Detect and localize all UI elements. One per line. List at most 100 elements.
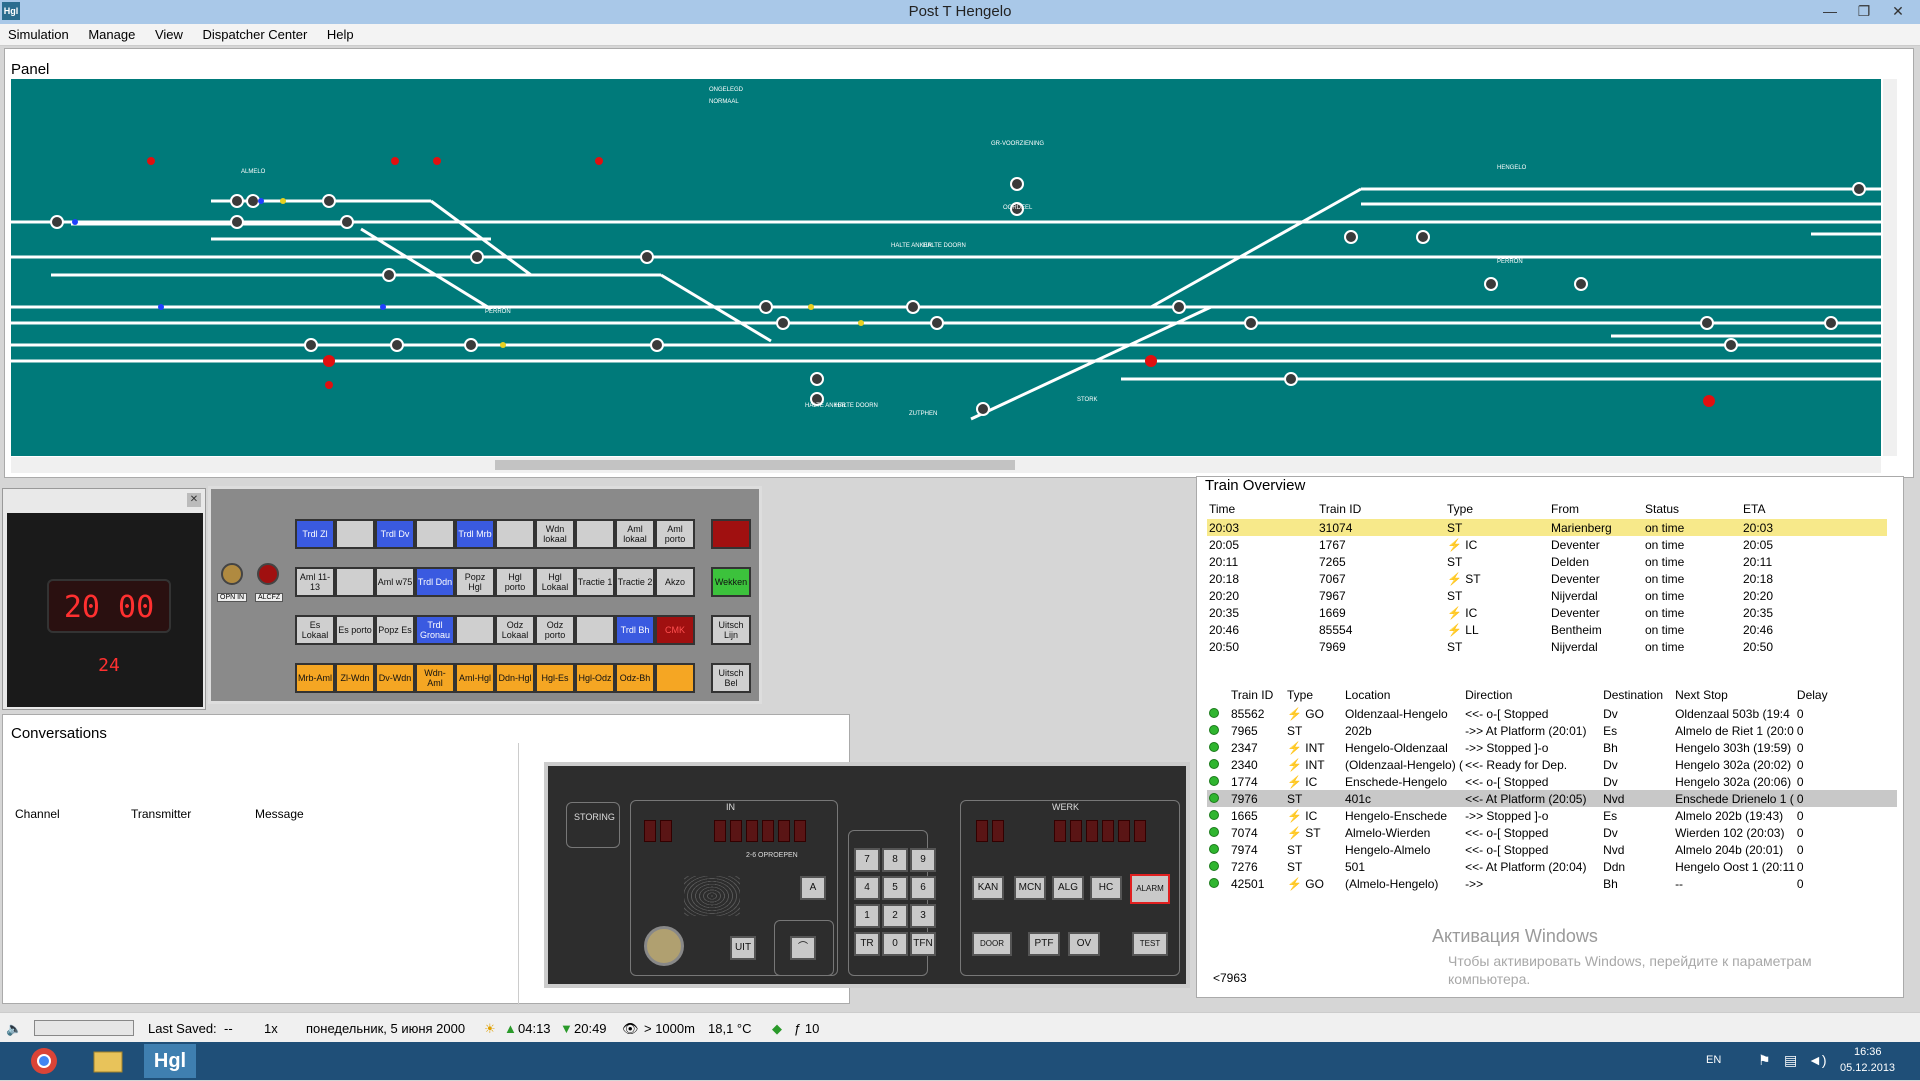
clock-date[interactable]: 05.12.2013	[1840, 1062, 1896, 1074]
key-ov[interactable]: OV	[1068, 932, 1100, 956]
key-1[interactable]: 1	[854, 904, 880, 928]
network-icon[interactable]: ▤	[1784, 1052, 1798, 1068]
key-mcn[interactable]: MCN	[1014, 876, 1046, 900]
panel-vertical-scrollbar[interactable]	[1883, 79, 1897, 456]
btn-popz-hgl[interactable]: Popz Hgl	[455, 567, 495, 597]
knob-alcfz[interactable]	[257, 563, 279, 585]
key-8[interactable]: 8	[882, 848, 908, 872]
btn-wdn-lokaal[interactable]: Wdn lokaal	[535, 519, 575, 549]
key-0[interactable]: 0	[882, 932, 908, 956]
btn-tractie-2[interactable]: Tractie 2	[615, 567, 655, 597]
btn-hgl-lokaal[interactable]: Hgl Lokaal	[535, 567, 575, 597]
col-message[interactable]: Message	[255, 807, 304, 821]
btn-zl-wdn[interactable]: Zl-Wdn	[335, 663, 375, 693]
btn-dv-wdn[interactable]: Dv-Wdn	[375, 663, 415, 693]
key-kan[interactable]: KAN	[972, 876, 1004, 900]
key-test[interactable]: TEST	[1132, 932, 1168, 956]
close-button[interactable]: ✕	[1892, 3, 1904, 19]
btn-r3-5[interactable]	[455, 615, 495, 645]
btn-r2-2[interactable]	[335, 567, 375, 597]
col-time[interactable]: Time	[1209, 502, 1236, 516]
key-3[interactable]: 3	[910, 904, 936, 928]
flag-icon[interactable]: ⚑	[1758, 1052, 1771, 1068]
btn-trdl-bh[interactable]: Trdl Bh	[615, 615, 655, 645]
btn-odz-lokaal[interactable]: Odz Lokaal	[495, 615, 535, 645]
btn-tractie-1[interactable]: Tractie 1	[575, 567, 615, 597]
command-line[interactable]: <7963	[1213, 971, 1247, 985]
menu-view[interactable]: View	[154, 27, 183, 42]
col-destination[interactable]: Destination	[1603, 688, 1664, 702]
key-2[interactable]: 2	[882, 904, 908, 928]
btn-ddn-hgl[interactable]: Ddn-Hgl	[495, 663, 535, 693]
key-a[interactable]: A	[800, 876, 826, 900]
btn-aml-11-13[interactable]: Aml 11-13	[295, 567, 335, 597]
volume-knob[interactable]	[644, 926, 684, 966]
col-channel[interactable]: Channel	[15, 807, 60, 821]
explorer-icon[interactable]	[82, 1044, 134, 1078]
col-eta[interactable]: ETA	[1743, 502, 1766, 516]
btn-es-lokaal[interactable]: Es Lokaal	[295, 615, 335, 645]
btn-trdl-gronau[interactable]: Trdl Gronau	[415, 615, 455, 645]
col-status[interactable]: Status	[1645, 502, 1680, 516]
key-tr[interactable]: TR	[854, 932, 880, 956]
key-ptf[interactable]: PTF	[1028, 932, 1060, 956]
volume-icon[interactable]: ◄)	[1808, 1052, 1827, 1068]
btn-mrb-aml[interactable]: Mrb-Aml	[295, 663, 335, 693]
speaker-icon[interactable]: 🔈	[6, 1021, 23, 1036]
key-hook[interactable]: ⌒	[790, 936, 816, 960]
btn-hgl-es[interactable]: Hgl-Es	[535, 663, 575, 693]
btn-r1-8[interactable]	[575, 519, 615, 549]
btn-aml-porto[interactable]: Aml porto	[655, 519, 695, 549]
btn-akzo[interactable]: Akzo	[655, 567, 695, 597]
btn-r4-10[interactable]	[655, 663, 695, 693]
minimize-button[interactable]: —	[1823, 3, 1837, 19]
col-transmitter[interactable]: Transmitter	[131, 807, 192, 821]
key-9[interactable]: 9	[910, 848, 936, 872]
btn-r3-8[interactable]	[575, 615, 615, 645]
btn-wekken[interactable]: Wekken	[711, 567, 751, 597]
key-hc[interactable]: HC	[1090, 876, 1122, 900]
btn-hgl-porto[interactable]: Hgl porto	[495, 567, 535, 597]
lang-indicator[interactable]: EN	[1706, 1054, 1722, 1066]
active-row[interactable]: 2340⚡ INT(Oldenzaal-Hengelo) (<<- Ready …	[1207, 756, 1897, 773]
btn-popz-es[interactable]: Popz Es	[375, 615, 415, 645]
maximize-button[interactable]: ❐	[1857, 3, 1871, 19]
btn-odz-porto[interactable]: Odz porto	[535, 615, 575, 645]
col-direction[interactable]: Direction	[1465, 688, 1513, 702]
col-train-id[interactable]: Train ID	[1231, 688, 1274, 702]
scroll-thumb[interactable]	[495, 460, 1015, 470]
clock-time[interactable]: 16:36	[1854, 1046, 1882, 1058]
key-alg[interactable]: ALG	[1052, 876, 1084, 900]
col-next-stop[interactable]: Next Stop	[1675, 688, 1728, 702]
track-diagram[interactable]: ALMELO PERRON HENGELO PERRON ZUTPHEN STO…	[11, 79, 1881, 456]
btn-trdl-mrb[interactable]: Trdl Mrb	[455, 519, 495, 549]
app-taskbar-button[interactable]: Hgl	[144, 1044, 196, 1078]
key-5[interactable]: 5	[882, 876, 908, 900]
clock-close-button[interactable]: ✕	[187, 493, 201, 507]
col-type[interactable]: Type	[1287, 688, 1314, 702]
menu-dispatcher-center[interactable]: Dispatcher Center	[202, 27, 308, 42]
key-alarm[interactable]: ALARM	[1130, 874, 1170, 904]
btn-cmk[interactable]: CMK	[655, 615, 695, 645]
btn-uitsch-lijn[interactable]: Uitsch Lijn	[711, 615, 751, 645]
col-type[interactable]: Type	[1447, 502, 1474, 516]
col-train-id[interactable]: Train ID	[1319, 502, 1362, 516]
menu-help[interactable]: Help	[326, 27, 354, 42]
btn-r1-2[interactable]	[335, 519, 375, 549]
key-6[interactable]: 6	[910, 876, 936, 900]
btn-aml-lokaal[interactable]: Aml lokaal	[615, 519, 655, 549]
col-from[interactable]: From	[1551, 502, 1579, 516]
